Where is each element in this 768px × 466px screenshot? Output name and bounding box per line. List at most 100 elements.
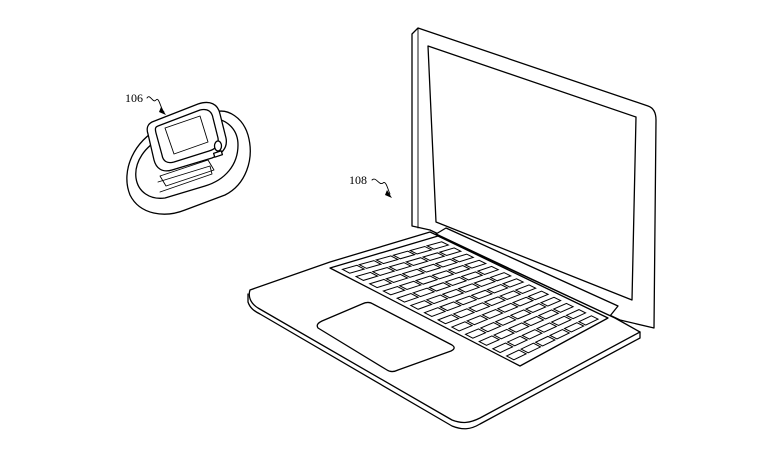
keyboard-key xyxy=(483,296,507,307)
keyboard-key xyxy=(492,328,516,340)
keyboard-key xyxy=(425,241,450,250)
keyboard-key xyxy=(514,284,537,294)
keyboard-key xyxy=(454,295,478,306)
leader-arrow-108 xyxy=(385,190,392,198)
keyboard-key xyxy=(436,314,460,325)
keyboard-key xyxy=(470,289,494,300)
keyboard-key xyxy=(511,296,535,307)
laptop-display xyxy=(427,45,637,301)
keyboard-key xyxy=(524,303,547,314)
laptop-base-bottom-edge xyxy=(247,293,641,430)
watch-band-inner-edge xyxy=(157,165,213,193)
keyboard-key xyxy=(506,335,529,347)
keyboard-key xyxy=(552,302,575,313)
keyboard-key xyxy=(496,302,519,313)
watch-case xyxy=(146,101,228,172)
keyboard-key xyxy=(441,288,465,299)
keyboard-key xyxy=(451,253,475,263)
keyboard-key xyxy=(431,270,455,280)
keyboard-key xyxy=(465,315,489,326)
keyboard-key xyxy=(385,273,409,284)
keyboard-key xyxy=(395,293,420,303)
keyboard-key xyxy=(368,278,393,289)
keyboard-key xyxy=(354,271,379,281)
keyboard-key xyxy=(463,259,488,269)
leader-line-106 xyxy=(146,96,165,113)
reference-label-108: 108 xyxy=(349,173,367,187)
keyboard-key xyxy=(358,260,383,269)
laptop-keyboard-well xyxy=(329,235,609,367)
keyboard-key xyxy=(537,309,560,320)
keyboard-key xyxy=(438,247,463,257)
keyboard-key xyxy=(411,287,436,298)
keyboard-key xyxy=(519,342,542,354)
keyboard-key xyxy=(401,268,426,278)
keyboard-key xyxy=(425,294,449,305)
keyboard-key xyxy=(507,322,530,333)
keyboard-key xyxy=(565,309,587,320)
keyboard-key xyxy=(509,309,532,320)
keyboard-key xyxy=(481,308,504,320)
keyboard-key xyxy=(391,250,417,260)
keyboard-key xyxy=(374,255,400,265)
reference-106: 106 xyxy=(125,91,166,115)
keyboard-key xyxy=(563,322,585,333)
keyboard-key xyxy=(467,302,491,313)
keyboard-key xyxy=(371,266,396,276)
keyboard-key xyxy=(535,322,558,333)
keyboard-key xyxy=(452,308,476,319)
keyboard-key xyxy=(539,296,562,307)
keyboard-key xyxy=(473,277,497,288)
keyboard-key xyxy=(479,322,502,333)
smart-watch xyxy=(126,101,251,215)
keyboard-keys xyxy=(341,241,600,361)
laptop-trackpad xyxy=(316,301,455,373)
keyboard-key xyxy=(476,265,500,275)
watch-band-clasp xyxy=(159,159,215,187)
keyboard-key xyxy=(501,278,525,288)
keyboard-key xyxy=(491,342,514,354)
reference-108: 108 xyxy=(349,173,392,198)
leader-line-108 xyxy=(371,178,391,195)
keyboard-key xyxy=(428,282,452,292)
keyboard-key xyxy=(494,315,517,326)
keyboard-key xyxy=(486,284,509,294)
keyboard-key xyxy=(478,335,501,346)
leader-arrow-106 xyxy=(159,107,166,115)
keyboard-key xyxy=(398,280,423,291)
keyboard-key xyxy=(527,290,550,301)
keyboard-key xyxy=(548,328,571,340)
keyboard-key xyxy=(409,300,433,310)
keyboard-key xyxy=(522,315,545,327)
keyboard-key xyxy=(414,275,439,285)
keyboard-key xyxy=(460,271,484,281)
keyboard-key xyxy=(457,283,481,293)
laptop xyxy=(247,27,657,430)
keyboard-key xyxy=(577,315,600,326)
keyboard-key xyxy=(550,315,573,327)
watch-crown xyxy=(213,140,223,152)
keyboard-key xyxy=(450,321,474,332)
laptop-keyboard xyxy=(341,241,600,361)
keyboard-key xyxy=(505,349,528,361)
watch-screen xyxy=(164,115,209,155)
keyboard-key xyxy=(438,301,462,312)
watch-bezel xyxy=(154,108,219,164)
keyboard-key xyxy=(408,245,433,255)
keyboard-key xyxy=(434,258,459,268)
keyboard-key xyxy=(341,264,366,274)
keyboard-key xyxy=(444,276,468,287)
keyboard-key xyxy=(388,262,413,271)
keyboard-key xyxy=(499,290,522,301)
keyboard-key xyxy=(423,307,447,318)
keyboard-key xyxy=(418,263,442,273)
reference-label-106: 106 xyxy=(125,91,143,105)
keyboard-key xyxy=(447,264,471,275)
keyboard-key xyxy=(464,328,487,339)
keyboard-key xyxy=(534,335,557,347)
keyboard-key xyxy=(421,252,446,262)
keyboard-key xyxy=(521,329,543,340)
keyboard-key xyxy=(489,272,512,282)
watch-side-button xyxy=(212,150,224,158)
